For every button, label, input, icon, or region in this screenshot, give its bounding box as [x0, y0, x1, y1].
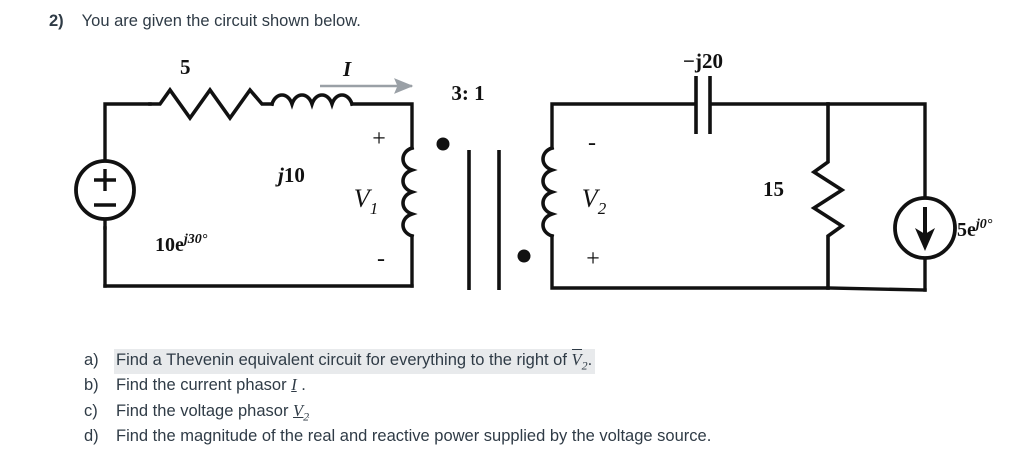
resistor-5-label: 5: [180, 55, 191, 79]
voltage-source-plus-icon: [94, 169, 116, 191]
v1-plus-sign: +: [372, 126, 386, 152]
transformer-secondary-winding: [541, 145, 558, 239]
question-a-text: Find a Thevenin equivalent circuit for e…: [114, 349, 596, 375]
list-item: a) Find a Thevenin equivalent circuit fo…: [84, 349, 964, 375]
question-c-label: c): [84, 402, 98, 420]
v2-plus-sign: +: [586, 246, 600, 272]
resistor-15-label: 15: [763, 177, 784, 201]
resistor-5-symbol: [148, 86, 274, 122]
circuit-diagram: 5 j10 10ej30° I 3: 1 V1 + - V2 - + −j20 …: [0, 40, 1024, 310]
question-b-variable: I: [291, 375, 297, 394]
transformer-secondary-dot: [517, 249, 531, 263]
wire-secondary-to-bottom: [550, 234, 830, 290]
question-prompt: 2) You are given the circuit shown below…: [49, 12, 361, 31]
question-prompt-text: You are given the circuit shown below.: [81, 12, 361, 30]
current-arrow-label: I: [342, 57, 352, 81]
question-d-text: Find the magnitude of the real and react…: [116, 427, 712, 445]
question-d-label: d): [84, 427, 99, 445]
list-item: d) Find the magnitude of the real and re…: [84, 427, 964, 453]
list-item: b) Find the current phasor I .: [84, 375, 964, 401]
list-item: c) Find the voltage phasor V2: [84, 401, 964, 427]
v2-minus-sign: -: [588, 130, 596, 156]
wire-bottom-right-rail: [826, 286, 927, 292]
v1-minus-sign: -: [377, 246, 385, 272]
inductor-j10-label: j10: [275, 163, 305, 187]
question-number: 2): [49, 12, 64, 30]
wire-inductor-to-primary: [350, 102, 414, 150]
question-b-text: Find the current phasor I .: [116, 375, 306, 394]
inductor-j10-symbol: [269, 93, 355, 110]
resistor-15-symbol: [810, 102, 846, 290]
transformer-primary-winding: [401, 145, 418, 239]
v1-label: V1: [354, 184, 378, 218]
current-arrow-i: [320, 78, 414, 94]
wire-secondary-to-capacitor: [550, 102, 697, 150]
current-source-label: 5ej0°: [957, 217, 993, 241]
v2-label: V2: [582, 184, 607, 218]
question-a-label: a): [84, 351, 99, 369]
question-a-variable-sub: 2: [581, 358, 588, 373]
question-b-label: b): [84, 376, 99, 394]
transformer-core-bars: [467, 150, 501, 290]
current-source-arrow-icon: [915, 207, 935, 251]
voltage-source-label: 10ej30°: [155, 232, 208, 256]
wire-node-to-current-source: [826, 102, 927, 200]
sub-question-list: a) Find a Thevenin equivalent circuit fo…: [84, 349, 964, 453]
capacitor-label: −j20: [683, 49, 723, 73]
circuit-svg: 5 j10 10ej30° I 3: 1 V1 + - V2 - + −j20 …: [74, 49, 993, 292]
capacitor-plates: [694, 76, 712, 134]
question-c-text: Find the voltage phasor V2: [116, 401, 310, 424]
transformer-ratio-label: 3: 1: [451, 81, 484, 105]
question-c-variable: V2: [293, 401, 310, 424]
transformer-primary-dot: [436, 137, 450, 151]
question-a-variable: V: [571, 349, 582, 369]
